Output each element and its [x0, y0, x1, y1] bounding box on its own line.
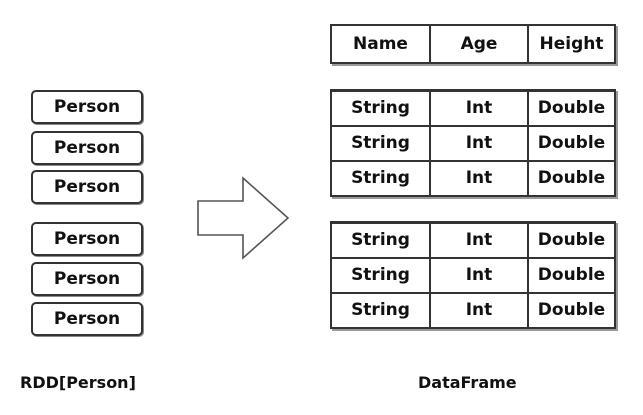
table-cell: String — [330, 89, 431, 127]
table-cell: Int — [429, 221, 529, 259]
rdd-caption: RDD[Person] — [20, 373, 136, 392]
rdd-item: Person — [31, 262, 143, 296]
table-row: String Int Double — [330, 221, 616, 259]
dataframe-row-block: String Int Double String Int Double Stri… — [330, 89, 616, 197]
rdd-item: Person — [31, 222, 143, 256]
table-cell: Int — [429, 124, 529, 162]
column-header-height: Height — [527, 24, 616, 64]
table-cell: String — [330, 221, 431, 259]
header-row: Name Age Height — [330, 24, 616, 64]
table-row: String Int Double — [330, 124, 616, 162]
rdd-item: Person — [31, 302, 143, 336]
table-cell: String — [330, 124, 431, 162]
rdd-item: Person — [31, 170, 143, 204]
column-header-age: Age — [429, 24, 529, 64]
dataframe-caption: DataFrame — [418, 373, 517, 392]
table-row: String Int Double — [330, 159, 616, 197]
rdd-column: Person Person Person Person Person Perso… — [0, 0, 180, 415]
table-cell: Double — [527, 256, 616, 294]
dataframe-header: Name Age Height — [330, 24, 616, 64]
dataframe-row-block: String Int Double String Int Double Stri… — [330, 221, 616, 329]
rdd-item: Person — [31, 131, 143, 165]
table-cell: Double — [527, 124, 616, 162]
table-row: String Int Double — [330, 291, 616, 329]
table-cell: String — [330, 256, 431, 294]
table-cell: Int — [429, 159, 529, 197]
column-header-name: Name — [330, 24, 431, 64]
table-cell: Double — [527, 89, 616, 127]
table-cell: Double — [527, 221, 616, 259]
table-row: String Int Double — [330, 89, 616, 127]
right-arrow-icon — [197, 176, 290, 260]
table-cell: Double — [527, 159, 616, 197]
rdd-item: Person — [31, 90, 143, 124]
table-cell: Int — [429, 89, 529, 127]
table-row: String Int Double — [330, 256, 616, 294]
table-cell: String — [330, 159, 431, 197]
table-cell: Int — [429, 291, 529, 329]
table-cell: Double — [527, 291, 616, 329]
table-cell: String — [330, 291, 431, 329]
table-cell: Int — [429, 256, 529, 294]
